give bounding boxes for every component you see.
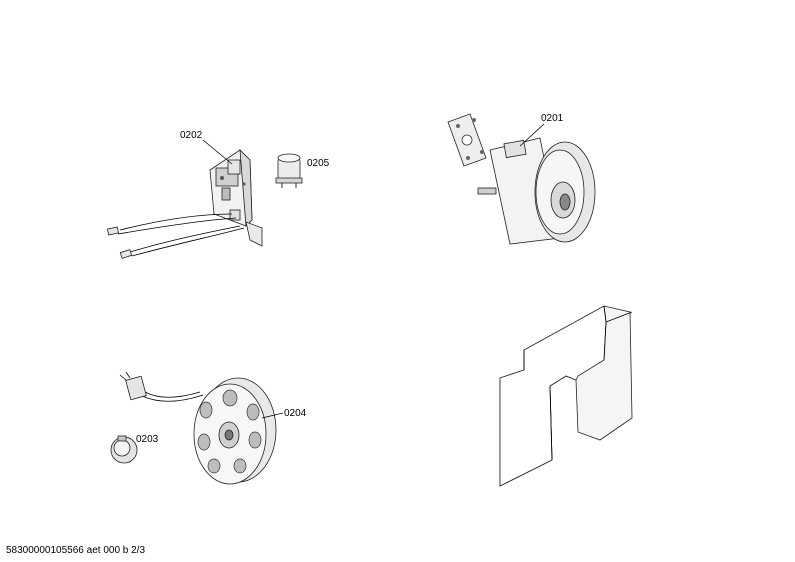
part-0203-switch <box>110 435 138 464</box>
part-0205-capacitor <box>275 153 303 188</box>
part-0201-motor <box>447 113 596 245</box>
leader-lines <box>202 123 545 419</box>
part-0202-control-board <box>107 148 263 259</box>
part-bracket-insert <box>499 305 633 487</box>
label-0201: 0201 <box>541 113 564 124</box>
document-footer-code: 58300000105566 aet 000 b 2/3 <box>6 545 145 556</box>
label-0203: 0203 <box>136 434 159 445</box>
label-0205: 0205 <box>307 158 330 169</box>
label-0204: 0204 <box>284 408 307 419</box>
label-0202: 0202 <box>180 130 203 141</box>
part-0204-cord-reel <box>119 371 277 485</box>
